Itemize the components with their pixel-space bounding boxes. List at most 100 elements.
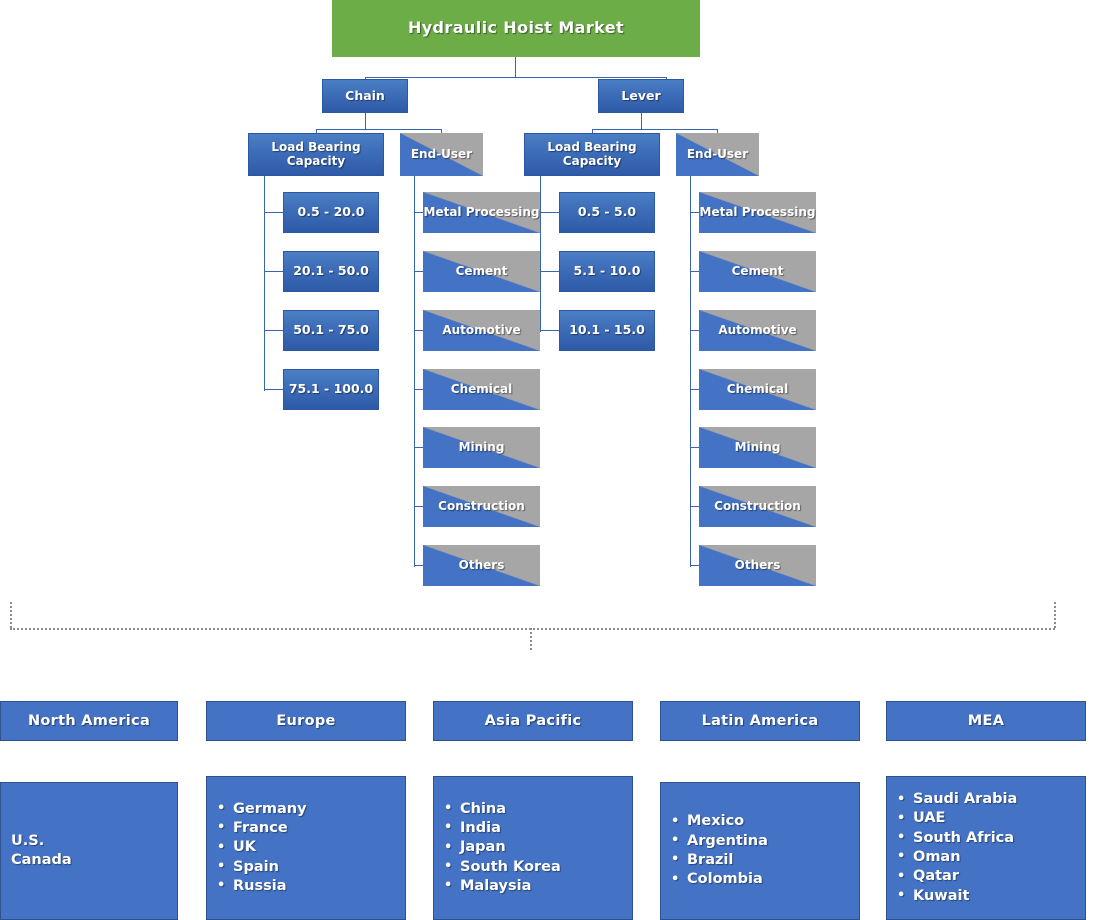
connector-lever-span bbox=[592, 129, 718, 130]
country-item: Germany bbox=[233, 800, 405, 819]
item-lever-lbc-2[interactable]: 10.1 - 15.0 bbox=[559, 310, 655, 351]
item-lever-eu-6[interactable]: Others bbox=[699, 545, 816, 586]
item-label: Construction bbox=[714, 498, 801, 513]
dashed-bracket-span bbox=[10, 628, 1055, 630]
item-chain-lbc-0[interactable]: 0.5 - 20.0 bbox=[283, 192, 379, 233]
item-lever-eu-0[interactable]: Metal Processing bbox=[699, 192, 816, 233]
item-chain-eu-3[interactable]: Chemical bbox=[423, 369, 540, 410]
item-chain-lbc-3[interactable]: 75.1 - 100.0 bbox=[283, 369, 379, 410]
item-chain-eu-4[interactable]: Mining bbox=[423, 427, 540, 468]
stub-chain-eu-4 bbox=[414, 389, 423, 390]
region-header-latin-america[interactable]: Latin America bbox=[660, 701, 860, 741]
item-label: Cement bbox=[731, 263, 784, 278]
stub-chain-eu-7 bbox=[414, 565, 423, 566]
category-lever-load-bearing-capacity[interactable]: Load Bearing Capacity bbox=[524, 133, 660, 176]
country-item: Mexico bbox=[687, 812, 859, 831]
country-item: South Africa bbox=[913, 829, 1085, 848]
country-item: India bbox=[460, 819, 632, 838]
item-lever-eu-4[interactable]: Mining bbox=[699, 427, 816, 468]
stub-chain-lbc-1 bbox=[264, 212, 283, 213]
item-chain-eu-0[interactable]: Metal Processing bbox=[423, 192, 540, 233]
country-item: China bbox=[460, 800, 632, 819]
stub-lever-eu-6 bbox=[690, 506, 699, 507]
segment-lever-label: Lever bbox=[621, 87, 661, 103]
country-list: Saudi ArabiaUAESouth AfricaOmanQatarKuwa… bbox=[887, 790, 1085, 906]
stub-chain-eu-2 bbox=[414, 271, 423, 272]
item-chain-eu-6[interactable]: Others bbox=[423, 545, 540, 586]
trunk-chain-lbc bbox=[264, 176, 265, 391]
item-label: 10.1 - 15.0 bbox=[569, 322, 645, 338]
item-lever-eu-5[interactable]: Construction bbox=[699, 486, 816, 527]
connector-root-down bbox=[515, 57, 516, 77]
country-list: MexicoArgentinaBrazilColombia bbox=[661, 812, 859, 889]
item-label: 0.5 - 20.0 bbox=[297, 204, 365, 220]
country-item: Canada bbox=[11, 852, 72, 868]
dashed-bracket-right-stub bbox=[1054, 602, 1056, 628]
country-item: France bbox=[233, 819, 405, 838]
connector-chain-drop bbox=[365, 77, 366, 79]
segment-chain-label: Chain bbox=[345, 87, 385, 103]
trunk-lever-enduser bbox=[690, 176, 691, 567]
item-label: Chemical bbox=[450, 381, 513, 396]
item-lever-eu-2[interactable]: Automotive bbox=[699, 310, 816, 351]
item-chain-eu-1[interactable]: Cement bbox=[423, 251, 540, 292]
region-header-mea[interactable]: MEA bbox=[886, 701, 1086, 741]
connector-chain-span bbox=[316, 129, 442, 130]
stub-chain-eu-6 bbox=[414, 506, 423, 507]
country-list: ChinaIndiaJapanSouth KoreaMalaysia bbox=[434, 800, 632, 896]
item-chain-eu-5[interactable]: Construction bbox=[423, 486, 540, 527]
item-label: Automotive bbox=[442, 322, 521, 337]
category-chain-lbc-label: Load Bearing Capacity bbox=[271, 139, 361, 168]
item-lever-eu-3[interactable]: Chemical bbox=[699, 369, 816, 410]
item-label: Others bbox=[734, 557, 781, 572]
dashed-bracket-center-drop bbox=[530, 628, 532, 650]
stub-chain-lbc-3 bbox=[264, 330, 283, 331]
region-header-label: MEA bbox=[967, 712, 1005, 729]
item-chain-eu-2[interactable]: Automotive bbox=[423, 310, 540, 351]
region-header-asia-pacific[interactable]: Asia Pacific bbox=[433, 701, 633, 741]
country-item: Qatar bbox=[913, 867, 1085, 886]
stub-chain-eu-1 bbox=[414, 212, 423, 213]
country-list: U.S.Canada bbox=[1, 832, 177, 871]
stub-lever-eu-1 bbox=[690, 212, 699, 213]
region-header-europe[interactable]: Europe bbox=[206, 701, 406, 741]
segment-lever[interactable]: Lever bbox=[598, 79, 684, 113]
segment-chain[interactable]: Chain bbox=[322, 79, 408, 113]
connector-root-span bbox=[365, 77, 666, 78]
item-chain-lbc-1[interactable]: 20.1 - 50.0 bbox=[283, 251, 379, 292]
item-label: Metal Processing bbox=[423, 204, 540, 219]
item-lever-lbc-0[interactable]: 0.5 - 5.0 bbox=[559, 192, 655, 233]
category-chain-enduser-label: End-User bbox=[410, 146, 473, 161]
category-chain-end-user[interactable]: End-User bbox=[400, 133, 483, 176]
category-lever-end-user[interactable]: End-User bbox=[676, 133, 759, 176]
country-item: UAE bbox=[913, 809, 1085, 828]
region-header-label: North America bbox=[27, 712, 151, 729]
country-item: Saudi Arabia bbox=[913, 790, 1085, 809]
item-label: 50.1 - 75.0 bbox=[293, 322, 369, 338]
region-countries-mea: Saudi ArabiaUAESouth AfricaOmanQatarKuwa… bbox=[886, 776, 1086, 920]
item-label: 20.1 - 50.0 bbox=[293, 263, 369, 279]
stub-chain-eu-5 bbox=[414, 447, 423, 448]
connector-chain-stem bbox=[365, 113, 366, 129]
stub-lever-eu-7 bbox=[690, 565, 699, 566]
trunk-chain-enduser bbox=[414, 176, 415, 567]
country-list: GermanyFranceUKSpainRussia bbox=[207, 800, 405, 896]
item-label: 5.1 - 10.0 bbox=[573, 263, 641, 279]
item-chain-lbc-2[interactable]: 50.1 - 75.0 bbox=[283, 310, 379, 351]
region-header-label: Asia Pacific bbox=[484, 712, 582, 729]
stub-lever-eu-4 bbox=[690, 389, 699, 390]
country-item: UK bbox=[233, 838, 405, 857]
stub-lever-lbc-1 bbox=[540, 212, 559, 213]
stub-lever-eu-5 bbox=[690, 447, 699, 448]
item-lever-lbc-1[interactable]: 5.1 - 10.0 bbox=[559, 251, 655, 292]
category-chain-load-bearing-capacity[interactable]: Load Bearing Capacity bbox=[248, 133, 384, 176]
item-label: Chemical bbox=[726, 381, 789, 396]
stub-lever-eu-3 bbox=[690, 330, 699, 331]
country-item: South Korea bbox=[460, 858, 632, 877]
region-header-north-america[interactable]: North America bbox=[0, 701, 178, 741]
region-countries-europe: GermanyFranceUKSpainRussia bbox=[206, 776, 406, 920]
item-lever-eu-1[interactable]: Cement bbox=[699, 251, 816, 292]
region-countries-latin-america: MexicoArgentinaBrazilColombia bbox=[660, 782, 860, 920]
country-item: Brazil bbox=[687, 851, 859, 870]
stub-chain-lbc-4 bbox=[264, 389, 283, 390]
